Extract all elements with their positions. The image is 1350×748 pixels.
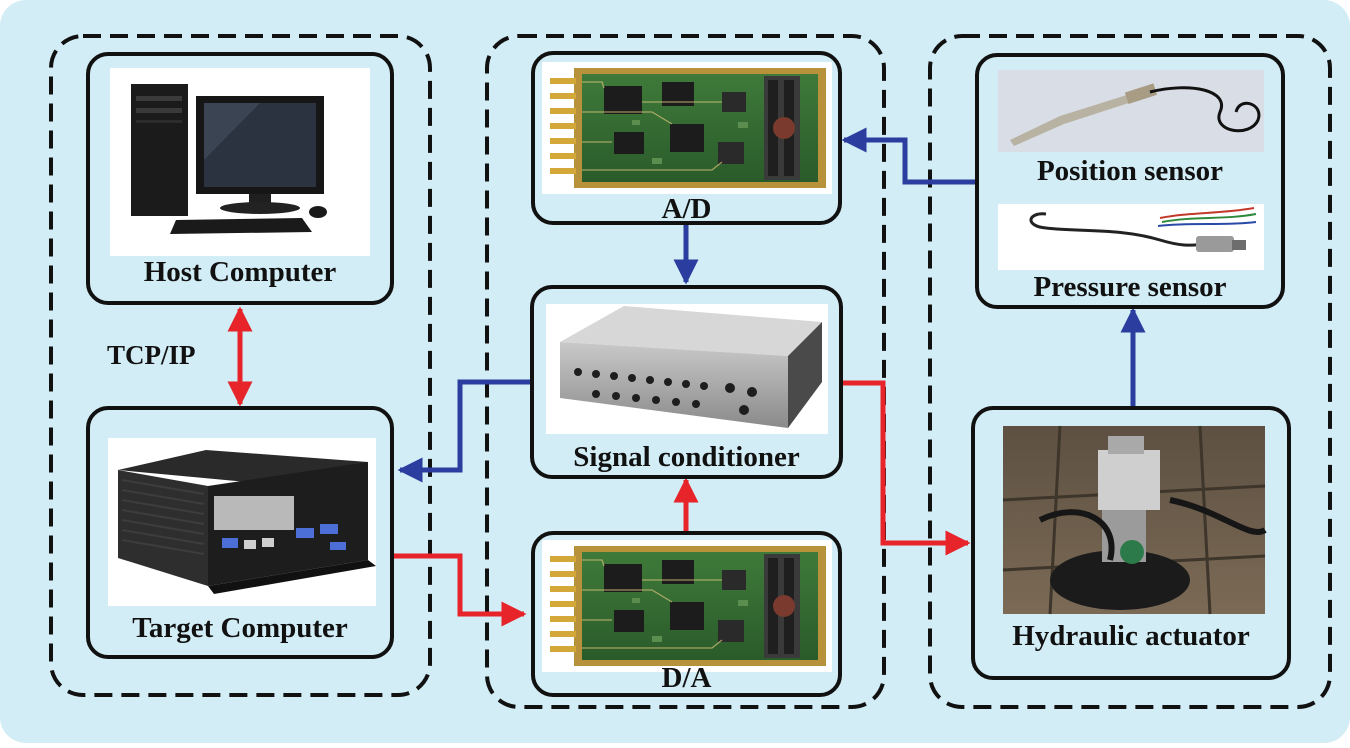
plant-group xyxy=(928,34,1332,709)
ad-card-label: A/D xyxy=(661,193,712,225)
target-computer-label: Target Computer xyxy=(132,612,348,644)
conditioner-to-target-arrow xyxy=(397,379,532,483)
signal-conditioner-label: Signal conditioner xyxy=(573,441,800,473)
daq-card-icon xyxy=(541,61,833,195)
position-to-ad-arrow xyxy=(841,127,978,185)
position-sensor-icon xyxy=(998,70,1264,152)
io-group xyxy=(485,34,886,709)
conditioner-to-actuator-arrow xyxy=(841,380,971,556)
desktop-pc-icon xyxy=(110,68,370,256)
host-computer-label: Host Computer xyxy=(143,256,337,288)
tcp-ip-label: TCP/IP xyxy=(107,340,196,370)
daq-card-icon xyxy=(541,539,833,673)
hydraulic-actuator-icon xyxy=(1002,425,1267,615)
pressure-sensor-icon xyxy=(998,204,1264,270)
position-sensor-label: Position sensor xyxy=(1036,155,1224,187)
da-card-label: D/A xyxy=(661,662,712,694)
industrial-pc-icon xyxy=(108,438,376,606)
hydraulic-actuator-label: Hydraulic actuator xyxy=(1012,620,1250,652)
target-to-da-arrow xyxy=(392,553,527,627)
pressure-sensor-label: Pressure sensor xyxy=(1033,271,1227,303)
computers-group xyxy=(49,34,432,697)
signal-conditioner-chassis-icon xyxy=(546,304,828,434)
